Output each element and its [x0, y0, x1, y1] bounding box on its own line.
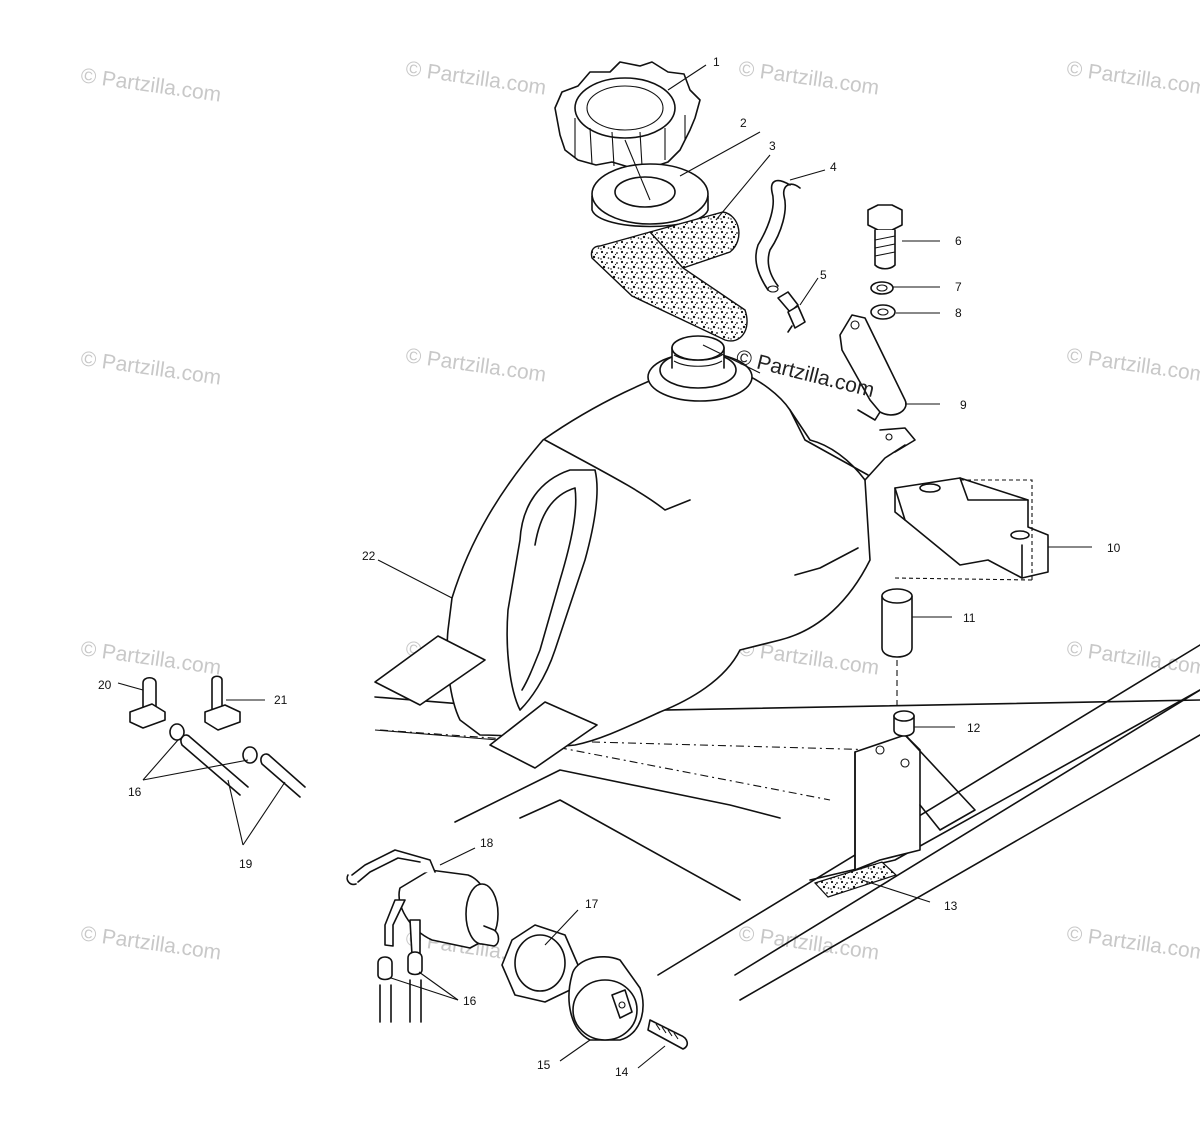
callout-label: 8 [955, 306, 962, 320]
watermark: © Partzilla.com [1065, 922, 1200, 964]
callout-label: 5 [820, 268, 827, 282]
callout-label: 21 [274, 693, 288, 707]
callout-label: 3 [769, 139, 776, 153]
callout-label: 9 [960, 398, 967, 412]
callout-label: 16 [128, 785, 142, 799]
fittings-left [129, 675, 306, 798]
watermark: © Partzilla.com [79, 347, 222, 389]
watermark: © Partzilla.com [79, 637, 222, 679]
callout-label: 12 [967, 721, 981, 735]
callout-label: 20 [98, 678, 112, 692]
callout-label: 11 [963, 611, 976, 625]
callout-label: 18 [480, 836, 494, 850]
mount-block [894, 477, 1049, 581]
callout-label: 19 [239, 857, 253, 871]
callout-label: 7 [955, 280, 962, 294]
mount-bolt [839, 204, 907, 421]
callout-label: 17 [585, 897, 599, 911]
hex-nut [501, 924, 579, 1003]
watermark: © Partzilla.com [1065, 637, 1200, 679]
callout-label: 14 [615, 1065, 629, 1079]
spacer [881, 588, 915, 737]
watermark: © Partzilla.com [79, 64, 222, 106]
fuel-tank [374, 335, 916, 769]
fuel-cap [554, 61, 701, 169]
callout-label: 10 [1107, 541, 1121, 555]
watermark: © Partzilla.com [404, 344, 547, 386]
watermark: © Partzilla.com [737, 57, 880, 99]
callout-label: 13 [944, 899, 958, 913]
valve-cover [568, 956, 689, 1050]
watermark: © Partzilla.com [79, 922, 222, 964]
callout-label: 1 [713, 55, 720, 69]
leader-lines [117, 64, 1092, 1069]
watermark: © Partzilla.com [737, 922, 880, 964]
fuel-valve [346, 849, 500, 1023]
callout-label: 6 [955, 234, 962, 248]
callout-label: 22 [362, 549, 376, 563]
watermark: © Partzilla.com [1065, 344, 1200, 386]
vent-hose [755, 179, 806, 333]
foam-insert [590, 211, 748, 342]
watermark: © Partzilla.com [1065, 57, 1200, 99]
callout-label: 4 [830, 160, 837, 174]
callout-label: 16 [463, 994, 477, 1008]
callouts: 1 2 3 4 5 6 7 8 9 10 11 12 13 14 15 16 1… [98, 55, 1121, 1079]
gasket [591, 163, 709, 228]
callout-label: 15 [537, 1058, 551, 1072]
callout-label: 2 [740, 116, 747, 130]
watermark: © Partzilla.com [404, 57, 547, 99]
